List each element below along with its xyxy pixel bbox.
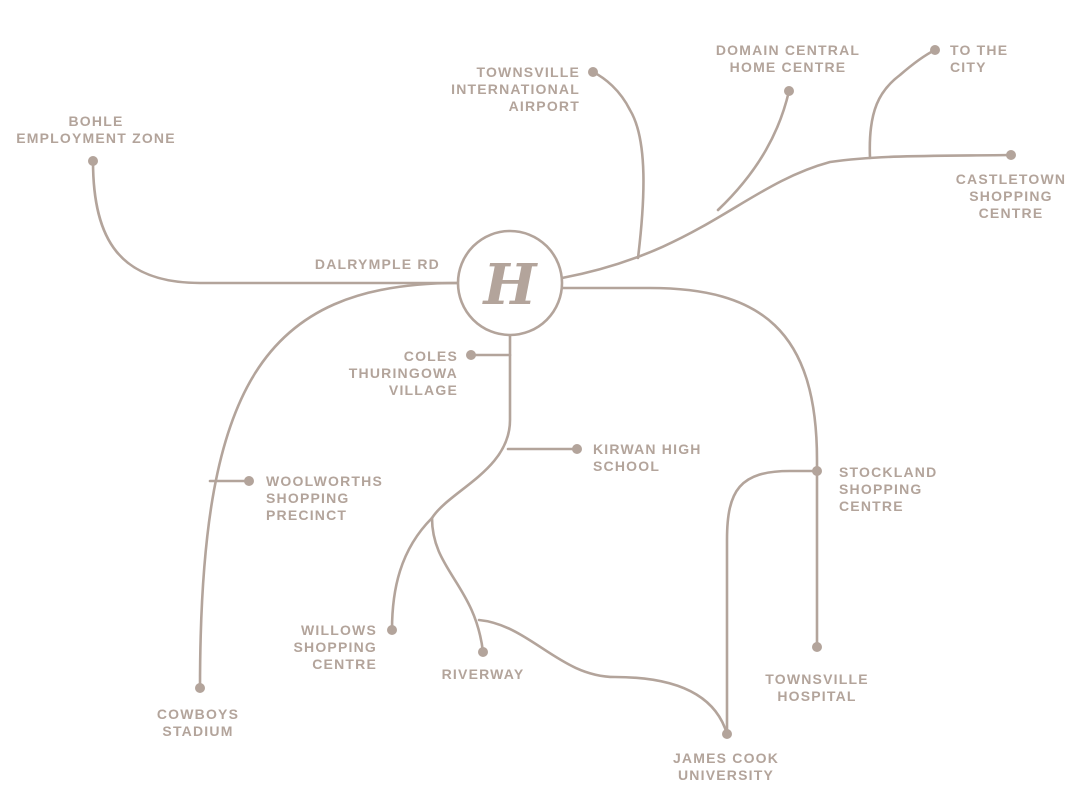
stop-dot-stockland	[812, 466, 822, 476]
label-riverway: RIVERWAY	[441, 666, 525, 682]
label-stockland: STOCKLAND SHOPPING CENTRE	[839, 464, 938, 514]
route-willows	[390, 516, 434, 632]
stop-dot-woolworths	[244, 476, 254, 486]
route-bohle	[91, 159, 460, 285]
stop-dot-hospital	[812, 642, 822, 652]
route-south-trunk	[430, 333, 512, 520]
label-city: TO THE CITY	[950, 42, 1009, 75]
route-airport	[591, 70, 645, 260]
stop-dot-domain	[784, 86, 794, 96]
stop-dot-jcu	[722, 729, 732, 739]
stop-dot-willows	[387, 625, 397, 635]
label-jcu: JAMES COOK UNIVERSITY	[672, 750, 780, 783]
stop-dot-coles	[466, 350, 476, 360]
stop-dot-airport	[588, 67, 598, 77]
label-willows: WILLOWS SHOPPING CENTRE	[293, 622, 377, 672]
label-domain: DOMAIN CENTRAL HOME CENTRE	[715, 42, 861, 75]
stop-dot-bohle	[88, 156, 98, 166]
stop-dot-city	[930, 45, 940, 55]
route-cowboys	[198, 281, 460, 690]
stop-dot-cowboys	[195, 683, 205, 693]
route-jcu	[725, 469, 819, 736]
route-city	[868, 48, 937, 160]
label-woolworths: WOOLWORTHS SHOPPING PRECINCT	[266, 473, 383, 523]
hub-letter: H	[482, 252, 539, 318]
label-kirwan: KIRWAN HIGH SCHOOL	[593, 441, 702, 474]
label-hospital: TOWNSVILLE HOSPITAL	[765, 671, 869, 704]
label-cowboys: COWBOYS STADIUM	[156, 706, 240, 739]
route-hospital	[560, 286, 819, 649]
label-castletown: CASTLETOWN SHOPPING CENTRE	[955, 171, 1067, 221]
route-domain	[716, 89, 791, 212]
road-label-dalrymple: DALRYMPLE RD	[314, 256, 440, 272]
stop-dot-riverway	[478, 647, 488, 657]
stop-dot-castletown	[1006, 150, 1016, 160]
route-riverway	[430, 516, 485, 654]
route-castletown	[560, 153, 1013, 280]
label-coles: COLES THURINGOWA VILLAGE	[348, 348, 458, 398]
label-bohle: BOHLE EMPLOYMENT ZONE	[16, 113, 176, 146]
hub-circle	[456, 229, 564, 337]
route-riverway-jcu	[477, 618, 729, 736]
stop-dot-kirwan	[572, 444, 582, 454]
label-airport: TOWNSVILLE INTERNATIONAL AIRPORT	[451, 64, 580, 114]
